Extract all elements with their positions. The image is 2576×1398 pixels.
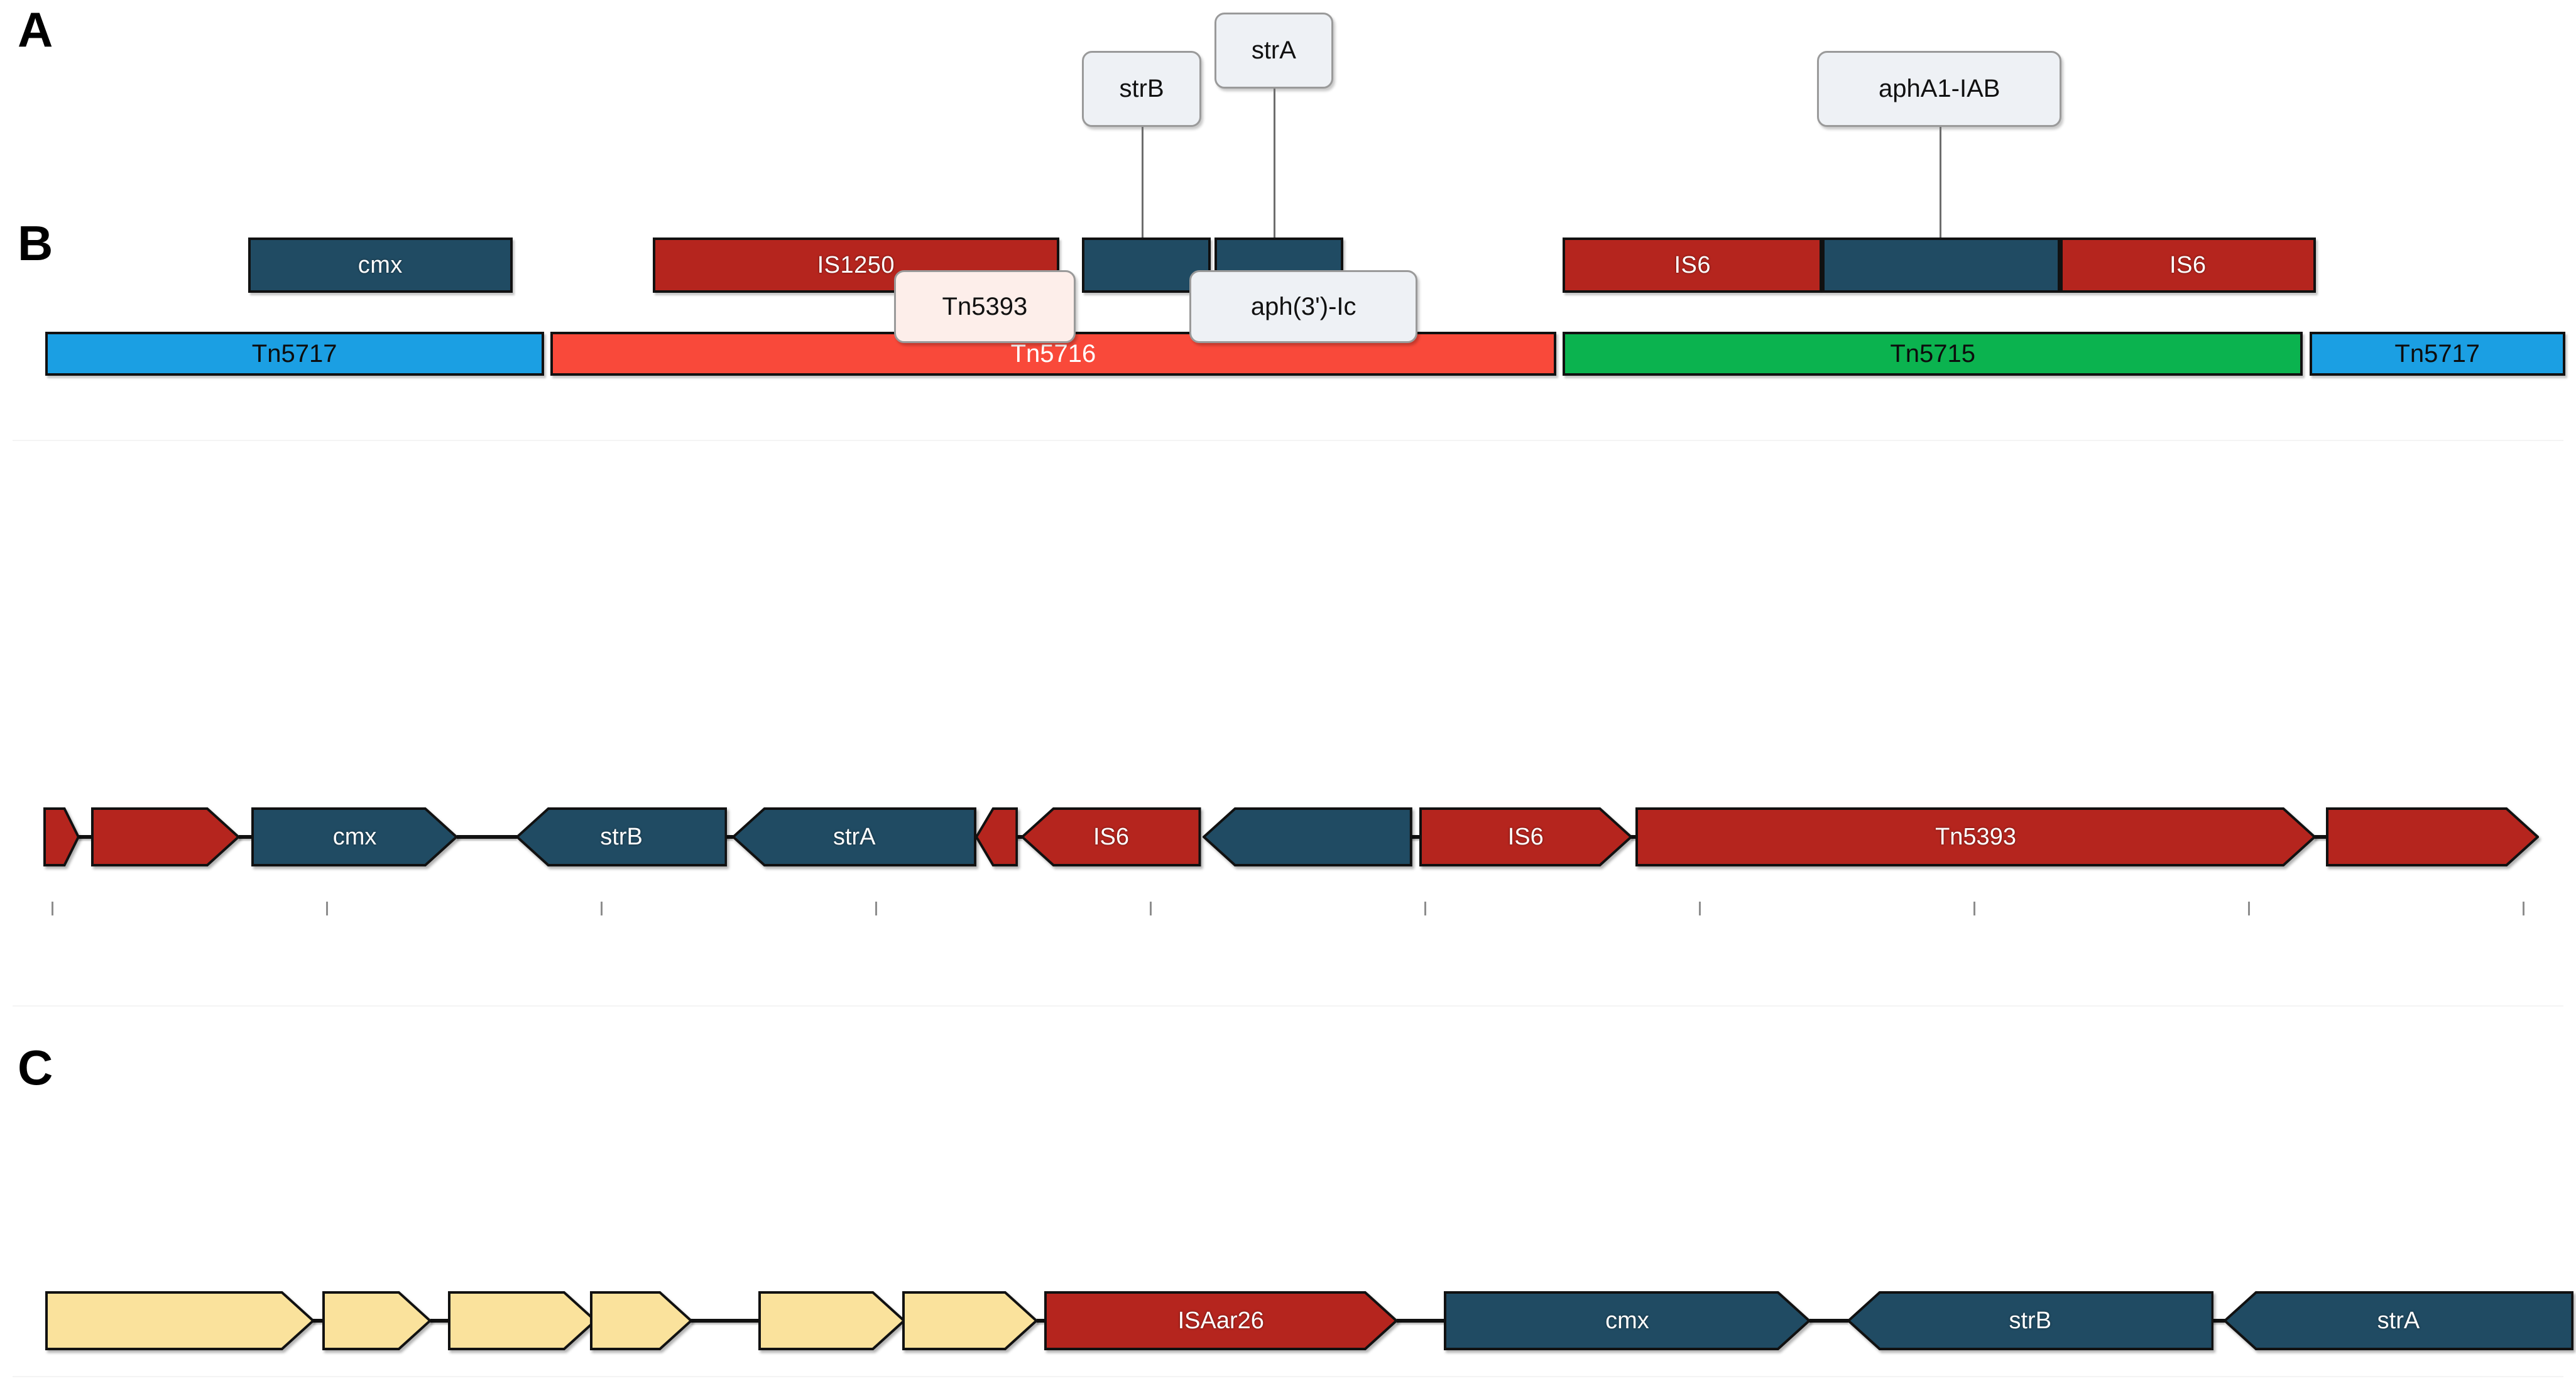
gene-connector — [238, 835, 253, 839]
panel-a-feature-is6[interactable]: IS6 — [2060, 238, 2317, 293]
callout-label: aphA1-IAB — [1878, 74, 2000, 102]
panel-a-baseline — [13, 440, 2563, 441]
panel-a-feature-is6[interactable]: IS6 — [1563, 238, 1823, 293]
callout-aph-3-ic[interactable]: aph(3')-Ic — [1189, 270, 1418, 344]
panel-c-gene-strb[interactable]: strB — [1847, 1291, 2214, 1350]
ruler-tick — [2523, 902, 2525, 915]
feature-label: IS1250 — [817, 251, 895, 278]
transposon-label: Tn5717 — [2394, 339, 2480, 368]
gene-connector — [78, 835, 93, 839]
panel-b-gene-unlabeled-7[interactable] — [1203, 807, 1413, 866]
panel-c-gene-cmx[interactable]: cmx — [1444, 1291, 1811, 1350]
panel-b-gene-unlabeled-5[interactable] — [974, 807, 1018, 866]
ruler-tick — [326, 902, 329, 915]
panel-b-gene-cmx[interactable]: cmx — [251, 807, 458, 866]
ruler-tick — [52, 902, 54, 915]
panel-b-gene-stra[interactable]: strA — [732, 807, 977, 866]
gene-connector — [1016, 835, 1023, 839]
callout-stem — [1142, 126, 1144, 239]
panel-c-gene-isaar26[interactable]: ISAar26 — [1044, 1291, 1398, 1350]
gene-connector — [691, 1319, 760, 1323]
panel-b-gene-is6[interactable]: IS6 — [1419, 807, 1632, 866]
callout-stra[interactable]: strA — [1214, 13, 1333, 89]
panel-b-gene-unlabeled-0[interactable] — [43, 807, 80, 866]
ruler-tick — [1699, 902, 1701, 915]
panel-a-transposon-tn5717-0[interactable]: Tn5717 — [45, 332, 544, 376]
callout-label: strB — [1119, 74, 1164, 102]
gene-connector — [313, 1319, 324, 1323]
panel-a-feature-unlabeled-2[interactable] — [1082, 238, 1211, 293]
gene-connector — [1809, 1319, 1848, 1323]
panel-b-gene-tn5393[interactable]: Tn5393 — [1635, 807, 2317, 866]
feature-label: cmx — [357, 251, 403, 278]
panel-a-feature-unlabeled-5[interactable] — [1822, 238, 2060, 293]
panel-b-baseline — [13, 1005, 2563, 1007]
ruler-tick — [1150, 902, 1152, 915]
panel-c-gene-unlabeled-3[interactable] — [590, 1291, 693, 1350]
panel-letter-a: A — [18, 2, 53, 57]
callout-stem — [1274, 88, 1276, 239]
panel-letter-c: C — [18, 1040, 53, 1095]
ruler-tick — [2248, 902, 2251, 915]
gene-connector — [2315, 835, 2327, 839]
callout-tn5393[interactable]: Tn5393 — [893, 270, 1076, 344]
panel-c-gene-unlabeled-5[interactable] — [902, 1291, 1038, 1350]
gene-connector — [726, 835, 734, 839]
gene-connector — [1411, 835, 1421, 839]
gene-connector — [1630, 835, 1637, 839]
panel-b-gene-unlabeled-10[interactable] — [2325, 807, 2539, 866]
panel-c-gene-unlabeled-2[interactable] — [448, 1291, 597, 1350]
ruler-tick — [601, 902, 603, 915]
panel-a-transposon-tn5715-2[interactable]: Tn5715 — [1563, 332, 2303, 376]
panel-c-gene-unlabeled-1[interactable] — [322, 1291, 432, 1350]
panel-c-gene-stra[interactable]: strA — [2223, 1291, 2574, 1350]
gene-connector — [1036, 1319, 1045, 1323]
feature-label: IS6 — [1674, 251, 1711, 278]
callout-apha1-iab[interactable]: aphA1-IAB — [1817, 51, 2062, 127]
ruler-tick — [1973, 902, 1976, 915]
gene-connector — [456, 835, 517, 839]
feature-label: IS6 — [2169, 251, 2207, 278]
ruler-tick — [1424, 902, 1427, 915]
gene-connector — [2212, 1319, 2225, 1323]
callout-label: aph(3')-Ic — [1250, 292, 1356, 320]
transposon-label: Tn5716 — [1010, 339, 1096, 368]
panel-b-gene-is6[interactable]: IS6 — [1021, 807, 1201, 866]
callout-strb[interactable]: strB — [1082, 51, 1201, 127]
panel-letter-b: B — [18, 216, 53, 271]
callout-stem — [1939, 126, 1941, 239]
callout-label: Tn5393 — [942, 292, 1028, 320]
gene-connector — [1396, 1319, 1446, 1323]
ruler-tick — [875, 902, 878, 915]
panel-a-transposon-tn5717-3[interactable]: Tn5717 — [2309, 332, 2565, 376]
panel-b-gene-unlabeled-1[interactable] — [91, 807, 240, 866]
transposon-label: Tn5717 — [251, 339, 337, 368]
panel-b-gene-strb[interactable]: strB — [515, 807, 728, 866]
panel-c-gene-unlabeled-0[interactable] — [45, 1291, 315, 1350]
transposon-label: Tn5715 — [1890, 339, 1976, 368]
panel-c-baseline — [13, 1376, 2563, 1377]
panel-a-feature-cmx[interactable]: cmx — [248, 238, 513, 293]
gene-connector — [430, 1319, 450, 1323]
callout-label: strA — [1251, 36, 1296, 64]
panel-c-gene-unlabeled-4[interactable] — [758, 1291, 906, 1350]
